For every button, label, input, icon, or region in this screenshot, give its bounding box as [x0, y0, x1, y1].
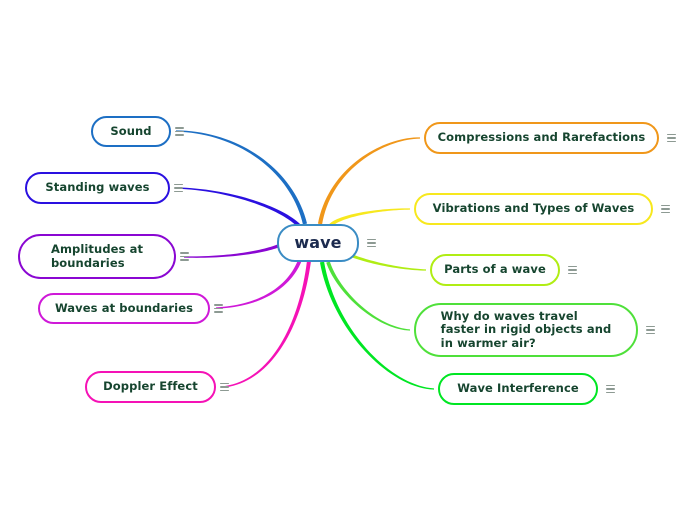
branch-node-doppler-effect[interactable]: Doppler Effect — [85, 371, 216, 403]
branch-node-label: Amplitudes at boundaries — [50, 242, 144, 270]
branch-menu-icon-wave-interference[interactable] — [606, 384, 617, 395]
branch-menu-icon-waves-at-boundaries[interactable] — [214, 303, 225, 314]
branch-edge-waves-at-boundaries — [215, 259, 302, 309]
branch-edge-compressions-and-rarefactions — [317, 137, 421, 225]
branch-node-amplitudes-at-boundaries[interactable]: Amplitudes at boundaries — [18, 234, 176, 279]
branch-node-label: Sound — [110, 123, 152, 138]
branch-menu-icon-standing-waves[interactable] — [174, 183, 185, 194]
center-menu-icon[interactable] — [367, 238, 378, 249]
center-node-label: wave — [294, 233, 342, 252]
branch-node-standing-waves[interactable]: Standing waves — [25, 172, 170, 204]
branch-node-waves-at-boundaries[interactable]: Waves at boundaries — [38, 293, 210, 324]
branch-edge-why-do-waves-travel-faster-in-rigid-obje — [326, 261, 411, 331]
branch-menu-icon-amplitudes-at-boundaries[interactable] — [180, 251, 191, 262]
center-node[interactable]: wave — [277, 224, 359, 262]
branch-node-label: Why do waves travel faster in rigid obje… — [440, 308, 612, 350]
branch-node-vibrations-and-types-of-waves[interactable]: Vibrations and Types of Waves — [414, 193, 653, 225]
branch-node-label: Vibrations and Types of Waves — [432, 201, 635, 216]
branch-menu-icon-doppler-effect[interactable] — [220, 382, 231, 393]
branch-node-sound[interactable]: Sound — [91, 116, 171, 147]
branch-node-compressions-and-rarefactions[interactable]: Compressions and Rarefactions — [424, 122, 659, 154]
branch-menu-icon-vibrations-and-types-of-waves[interactable] — [661, 204, 672, 215]
branch-node-label: Waves at boundaries — [54, 300, 194, 315]
branch-node-why-do-waves-travel-faster-in-rigid-obje[interactable]: Why do waves travel faster in rigid obje… — [414, 303, 638, 357]
branch-menu-icon-parts-of-a-wave[interactable] — [568, 265, 579, 276]
branch-node-parts-of-a-wave[interactable]: Parts of a wave — [430, 254, 560, 286]
branch-menu-icon-compressions-and-rarefactions[interactable] — [667, 133, 678, 144]
branch-node-label: Doppler Effect — [103, 379, 198, 394]
branch-menu-icon-sound[interactable] — [175, 126, 186, 137]
branch-node-label: Wave Interference — [457, 381, 579, 396]
branch-node-wave-interference[interactable]: Wave Interference — [438, 373, 598, 405]
branch-node-label: Standing waves — [45, 180, 150, 195]
branch-edge-standing-waves — [175, 187, 302, 229]
branch-edge-sound — [175, 130, 308, 225]
branch-menu-icon-why-do-waves-travel-faster-in-rigid-obje[interactable] — [646, 325, 657, 336]
branch-edge-doppler-effect — [221, 260, 311, 388]
branch-node-label: Parts of a wave — [444, 262, 546, 277]
branch-node-label: Compressions and Rarefactions — [437, 130, 646, 145]
branch-edge-amplitudes-at-boundaries — [183, 241, 286, 258]
